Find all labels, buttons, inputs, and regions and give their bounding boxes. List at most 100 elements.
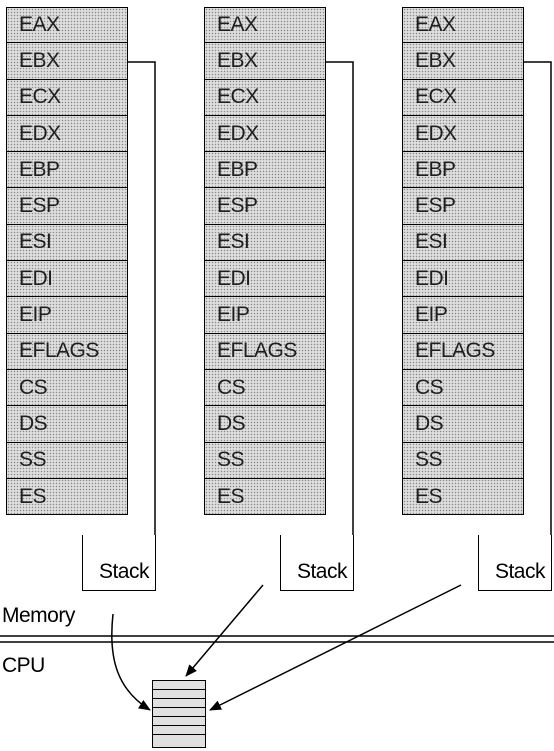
register-label: EBX	[415, 48, 456, 72]
register-cell: DS	[204, 406, 326, 443]
register-cell: ESP	[204, 188, 326, 225]
cpu-register-slot	[153, 708, 205, 717]
register-cell: ECX	[6, 79, 128, 116]
register-label: EBX	[19, 48, 60, 72]
register-label: ES	[415, 484, 443, 508]
cpu-register-slot	[153, 690, 205, 699]
memory-label: Memory	[2, 604, 75, 627]
register-cell: ES	[204, 478, 326, 516]
register-cell: EIP	[204, 297, 326, 334]
register-label: SS	[415, 448, 443, 472]
arrow-thread-1	[111, 613, 151, 711]
register-label: EBP	[217, 157, 258, 181]
register-label: CS	[19, 375, 48, 399]
register-cell: DS	[402, 406, 524, 443]
register-label: EIP	[415, 303, 448, 327]
stack-label: Stack	[98, 560, 150, 583]
register-label: EAX	[19, 13, 60, 37]
register-cell: EBX	[402, 43, 524, 80]
register-label: EDX	[217, 121, 259, 145]
register-label: EDI	[19, 266, 53, 290]
register-label: ESP	[415, 194, 456, 218]
register-cell: EFLAGS	[6, 333, 128, 370]
register-cell: ESI	[6, 224, 128, 262]
register-label: SS	[217, 448, 245, 472]
register-label: ESP	[19, 194, 60, 218]
register-cell: EBP	[204, 152, 326, 189]
register-label: ESI	[19, 230, 52, 254]
register-label: ESP	[217, 194, 258, 218]
register-label: EFLAGS	[217, 339, 297, 363]
register-label: EDX	[415, 121, 457, 145]
register-label: EBX	[217, 48, 258, 72]
register-set-2: EAX EBX ECX EDX EBP ESP ESI EDI EIP EFLA…	[204, 7, 326, 516]
register-cell: ECX	[402, 79, 524, 116]
register-cell: EIP	[402, 297, 524, 334]
register-label: DS	[19, 411, 48, 435]
register-label: SS	[19, 448, 47, 472]
register-cell: EIP	[6, 297, 128, 334]
cpu-register-slot	[153, 726, 205, 735]
register-label: EAX	[217, 13, 258, 37]
arrow-thread-2	[185, 584, 264, 677]
register-cell: EDI	[6, 261, 128, 298]
register-cell: ESI	[204, 224, 326, 262]
register-cell: EFLAGS	[402, 333, 524, 370]
register-cell: EFLAGS	[204, 333, 326, 370]
register-cell: EAX	[6, 7, 128, 44]
stack-box-1: Stack	[82, 535, 156, 591]
register-set-1: EAX EBX ECX EDX EBP ESP ESI EDI EIP EFLA…	[6, 7, 128, 516]
register-label: DS	[217, 411, 246, 435]
ebx-stack-link-1	[128, 61, 156, 590]
register-label: ECX	[19, 85, 61, 109]
register-label: EBP	[19, 157, 60, 181]
cpu-label: CPU	[2, 654, 45, 677]
cpu-register-slot	[153, 699, 205, 708]
register-cell: EDX	[204, 115, 326, 153]
register-cell: ESP	[402, 188, 524, 225]
register-label: ESI	[217, 230, 250, 254]
stack-box-3: Stack	[478, 535, 552, 591]
register-label: EIP	[19, 303, 52, 327]
register-label: EAX	[415, 13, 456, 37]
ebx-stack-link-3	[524, 61, 552, 590]
register-cell: SS	[402, 442, 524, 479]
register-cell: EDX	[402, 115, 524, 153]
register-label: ES	[19, 484, 47, 508]
register-label: ESI	[415, 230, 448, 254]
register-label: EDX	[19, 121, 61, 145]
cpu-register-slot	[153, 681, 205, 690]
register-label: EDI	[415, 266, 449, 290]
register-cell: EDX	[6, 115, 128, 153]
register-cell: EBX	[204, 43, 326, 80]
register-cell: SS	[6, 442, 128, 479]
stack-box-2: Stack	[280, 535, 354, 591]
register-cell: EAX	[204, 7, 326, 44]
register-cell: EDI	[204, 261, 326, 298]
register-label: DS	[415, 411, 444, 435]
register-label: EIP	[217, 303, 250, 327]
register-label: EDI	[217, 266, 251, 290]
register-cell: CS	[6, 369, 128, 407]
register-cell: EAX	[402, 7, 524, 44]
register-label: ES	[217, 484, 245, 508]
register-cell: EBP	[6, 152, 128, 189]
register-cell: CS	[204, 369, 326, 407]
stack-label: Stack	[296, 560, 348, 583]
register-cell: EBP	[402, 152, 524, 189]
register-cell: SS	[204, 442, 326, 479]
stack-label: Stack	[494, 560, 546, 583]
ebx-stack-link-2	[326, 61, 354, 590]
register-label: CS	[415, 375, 444, 399]
register-label: ECX	[217, 85, 259, 109]
register-label: ECX	[415, 85, 457, 109]
register-label: EBP	[415, 157, 456, 181]
register-cell: EBX	[6, 43, 128, 80]
register-cell: EDI	[402, 261, 524, 298]
register-label: EFLAGS	[415, 339, 495, 363]
cpu-register-stack	[152, 680, 206, 748]
register-cell: ESP	[6, 188, 128, 225]
register-cell: ESI	[402, 224, 524, 262]
register-cell: CS	[402, 369, 524, 407]
